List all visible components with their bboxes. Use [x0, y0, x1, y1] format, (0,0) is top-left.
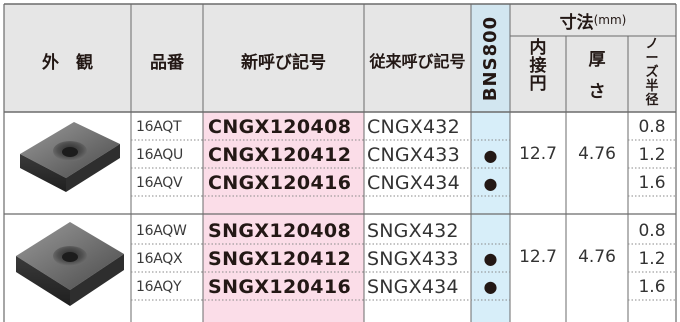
old-code-cngx432: CNGX432 [367, 116, 460, 138]
old-code-sngx432: SNGX432 [367, 219, 459, 242]
header-grade: BNS800 [480, 15, 502, 101]
old-code-sngx433: SNGX433 [367, 247, 459, 270]
nose-radius-value: 1.2 [638, 145, 666, 165]
stock-mark [471, 217, 510, 244]
stock-mark: ● [483, 249, 498, 268]
product-no-16aqy: 16AQY [136, 278, 182, 295]
thickness-value: 4.76 [578, 247, 616, 267]
new-code-cngx120412: CNGX120412 [208, 144, 352, 166]
stock-mark: ● [483, 145, 498, 165]
header-appearance: 外 観 [42, 52, 93, 73]
inscribed-circle-value: 12.7 [519, 144, 557, 164]
new-code-cngx120408: CNGX120408 [208, 116, 352, 138]
header-product-no: 品番 [150, 52, 184, 73]
new-code-sngx120408: SNGX120408 [208, 219, 352, 242]
header-dimensions-unit: (mm) [593, 13, 627, 27]
nose-radius-value: 0.8 [638, 117, 666, 137]
grade-header-bg [471, 4, 510, 112]
inscribed-circle-value: 12.7 [519, 247, 557, 267]
nose-radius-value: 1.2 [638, 248, 666, 269]
nose-radius-value: 0.8 [638, 220, 666, 241]
stock-mark: ● [483, 277, 498, 296]
nose-radius-value: 1.6 [638, 276, 666, 297]
nose-radius-value: 1.6 [638, 173, 666, 193]
product-no-16aqt: 16AQT [136, 119, 182, 135]
header-nose-radius: ノ ー ズ 半 径 [645, 37, 659, 109]
header-thickness: 厚 さ [588, 50, 606, 103]
header-dimensions-title: 寸法 [559, 12, 594, 33]
header-background [4, 4, 676, 112]
old-code-sngx434: SNGX434 [367, 275, 459, 298]
insert-image-cngx [20, 122, 120, 192]
stock-mark: ● [483, 173, 498, 193]
header-old-code: 従来呼び記号 [369, 52, 466, 71]
old-code-cngx434: CNGX434 [367, 172, 460, 194]
product-no-16aqx: 16AQX [136, 250, 183, 267]
product-no-16aqw: 16AQW [136, 222, 187, 239]
stock-mark [471, 114, 510, 140]
header-inscribed-circle: 内 接 円 [529, 38, 547, 94]
old-code-cngx433: CNGX433 [367, 144, 460, 166]
new-code-cngx120416: CNGX120416 [208, 172, 352, 194]
header-grade-wrap: BNS800 [471, 4, 510, 112]
new-code-sngx120412: SNGX120412 [208, 247, 352, 270]
header-new-code: 新呼び記号 [241, 52, 326, 73]
product-no-16aqu: 16AQU [136, 147, 183, 163]
product-no-16aqv: 16AQV [136, 175, 183, 191]
insert-image-sngx [16, 222, 124, 306]
thickness-value: 4.76 [578, 144, 616, 164]
new-code-column-bg [203, 112, 364, 322]
header-dimensions: 寸法(mm) [510, 4, 676, 36]
new-code-sngx120416: SNGX120416 [208, 275, 352, 298]
